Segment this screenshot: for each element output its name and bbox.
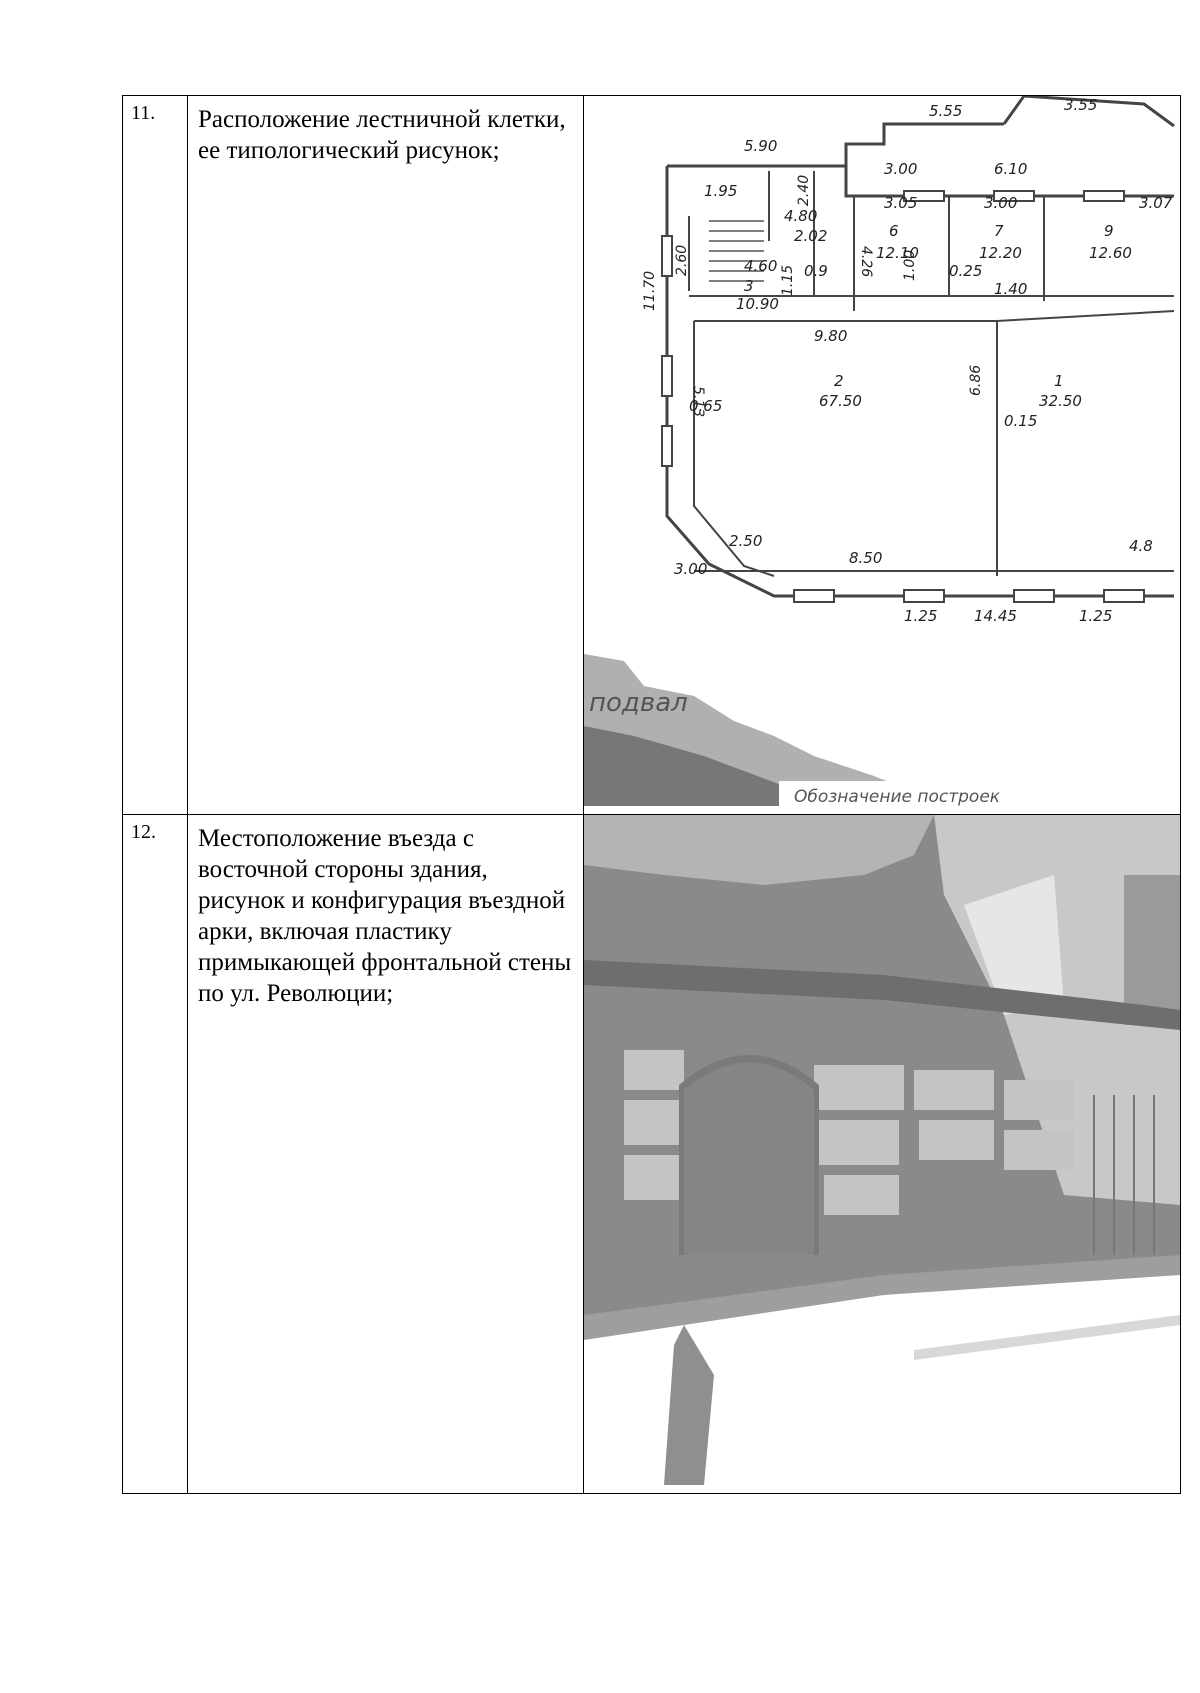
plan-basement-caption: подвал: [589, 688, 688, 718]
table-row: 12. Местоположение въезда с восточной ст…: [122, 814, 1181, 1494]
plan-dim-label: 4.80: [784, 207, 817, 225]
row-number: 12.: [122, 814, 188, 1494]
plan-room-area: 10.90: [736, 295, 779, 313]
plan-dim-label: 9.80: [814, 327, 847, 345]
plan-dim-label: 0.25: [949, 262, 982, 280]
plan-dim-label: 2.50: [729, 532, 762, 550]
plan-bottom-caption: Обозначение построек: [794, 787, 1001, 806]
plan-dim-label: 6.10: [994, 160, 1027, 178]
plan-room-number: 6: [889, 222, 899, 240]
plan-dim-label: 11.70: [642, 271, 658, 311]
row-description: Местоположение въезда с восточной сторон…: [187, 814, 584, 1494]
plan-dim-label: 1.95: [704, 182, 737, 200]
plan-room-number: 7: [994, 222, 1004, 240]
plan-dim-label: 5.13: [690, 386, 706, 417]
plan-dim-label: 2.02: [794, 227, 827, 245]
plan-room-area: 12.10: [876, 244, 919, 262]
plan-dim-label: 5.90: [744, 137, 777, 155]
plan-dim-label: 3.07: [1139, 194, 1173, 212]
plan-dim-label: 3.00: [884, 160, 917, 178]
plan-room-area: 67.50: [819, 392, 862, 410]
plan-dim-label: 1.00: [902, 250, 918, 281]
plan-dim-label: 5.55: [929, 102, 962, 120]
plan-dim-label: 0.15: [1004, 412, 1037, 430]
plan-dim-label: 3.00: [984, 194, 1017, 212]
arch-photo-drawing: [584, 815, 1180, 1485]
plan-dim-label: 2.40: [796, 175, 812, 206]
plan-dim-label: 3.05: [884, 194, 917, 212]
plan-room-number: 3: [744, 277, 754, 295]
plan-room-area: 12.20: [979, 244, 1022, 262]
plan-dim-label: 0.9: [804, 262, 828, 280]
floor-plan-image: 5.90 5.55 3.55 3.00 6.10 3.05 3.00 3.07 …: [584, 96, 1180, 806]
plan-room-number: 9: [1104, 222, 1114, 240]
plan-room-number: 2: [834, 372, 844, 390]
plan-dim-label: 8.50: [849, 549, 882, 567]
plan-dim-label: 1.15: [780, 265, 796, 296]
plan-room-area: 32.50: [1039, 392, 1082, 410]
plan-scan-lower: подвал Обозначение построек: [584, 654, 1001, 806]
plan-dim-label: 1.25: [904, 607, 937, 625]
plan-dim-label: 14.45: [974, 607, 1017, 625]
floor-plan-drawing: 5.90 5.55 3.55 3.00 6.10 3.05 3.00 3.07 …: [584, 96, 1175, 806]
plan-dim-label: 4.8: [1129, 537, 1153, 555]
photo-cell: [583, 814, 1181, 1494]
plan-dim-label: 4.60: [744, 257, 777, 275]
arch-photo: [584, 815, 1180, 1485]
plan-room-number: 1: [1054, 372, 1064, 390]
plan-dim-label: 0.65: [689, 397, 722, 415]
floor-plan-cell: 5.90 5.55 3.55 3.00 6.10 3.05 3.00 3.07 …: [583, 95, 1181, 815]
plan-dim-label: 6.86: [968, 365, 984, 396]
plan-dim-label: 1.25: [1079, 607, 1112, 625]
plan-dim-label: 4.26: [858, 246, 874, 277]
document-table: 11. Расположение лестничной клетки, ее т…: [122, 95, 1181, 1494]
plan-dim-label: 1.40: [994, 280, 1027, 298]
plan-dim-label: 3.00: [674, 560, 707, 578]
table-row: 11. Расположение лестничной клетки, ее т…: [122, 95, 1181, 815]
row-number: 11.: [122, 95, 188, 815]
plan-room-area: 12.60: [1089, 244, 1132, 262]
row-description: Расположение лестничной клетки, ее типол…: [187, 95, 584, 815]
plan-dim-label: 3.55: [1064, 96, 1097, 114]
plan-dim-label: 2.60: [674, 245, 690, 276]
